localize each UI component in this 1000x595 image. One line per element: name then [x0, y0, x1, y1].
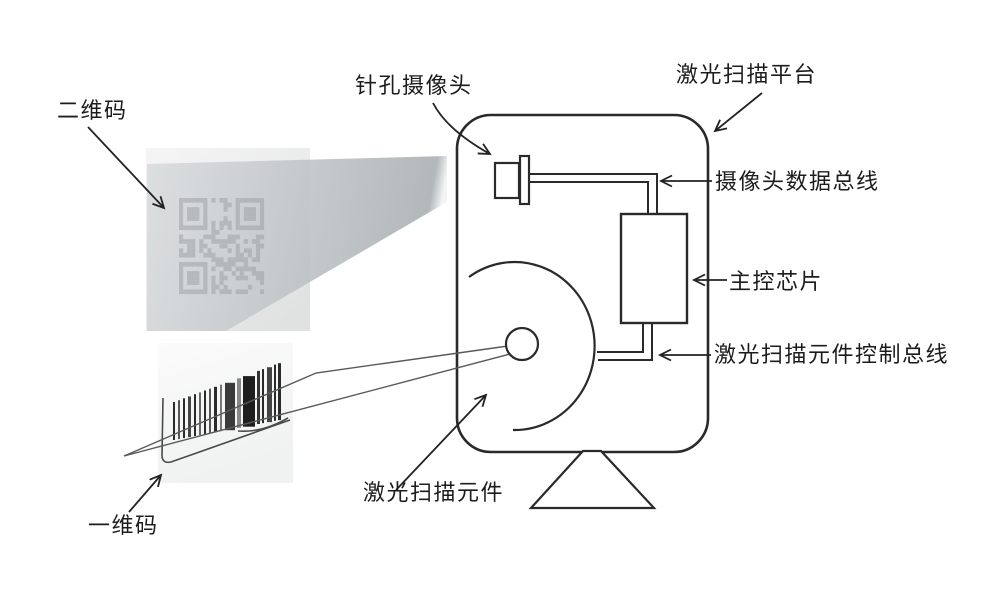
- pinhole-camera-icon: [493, 154, 531, 206]
- label-barcode-1d: 一维码: [88, 513, 159, 538]
- scanner-wheel-arc: [468, 260, 596, 432]
- label-camera-data-bus: 摄像头数据总线: [715, 169, 880, 194]
- laser-emitter-circle: [504, 326, 540, 362]
- label-main-chip: 主控芯片: [729, 269, 823, 294]
- camera-data-bus-line: [529, 173, 658, 214]
- label-qr-code: 二维码: [57, 98, 128, 123]
- pointer-arrow-laser-platform: [713, 92, 763, 133]
- label-pinhole-camera: 针孔摄像头: [355, 73, 473, 98]
- main-chip-box: [619, 212, 689, 325]
- barcode-frame: [161, 397, 291, 464]
- pointer-arrow-qr-code: [87, 126, 166, 210]
- laser-control-bus-line: [597, 323, 653, 361]
- label-laser-element: 激光扫描元件: [363, 480, 504, 505]
- camera-fov-beam: [147, 156, 447, 331]
- laser-beam-lines: [123, 345, 511, 457]
- label-laser-platform: 激光扫描平台: [676, 62, 817, 87]
- label-laser-control-bus: 激光扫描元件控制总线: [714, 342, 949, 367]
- stand-triangle: [528, 449, 657, 510]
- barcode-frame-swoosh: [237, 417, 289, 433]
- pointer-arrow-pinhole-camera: [432, 102, 492, 155]
- pointer-arrow-barcode-1d: [128, 473, 163, 513]
- pointer-arrow-laser-element: [395, 393, 488, 491]
